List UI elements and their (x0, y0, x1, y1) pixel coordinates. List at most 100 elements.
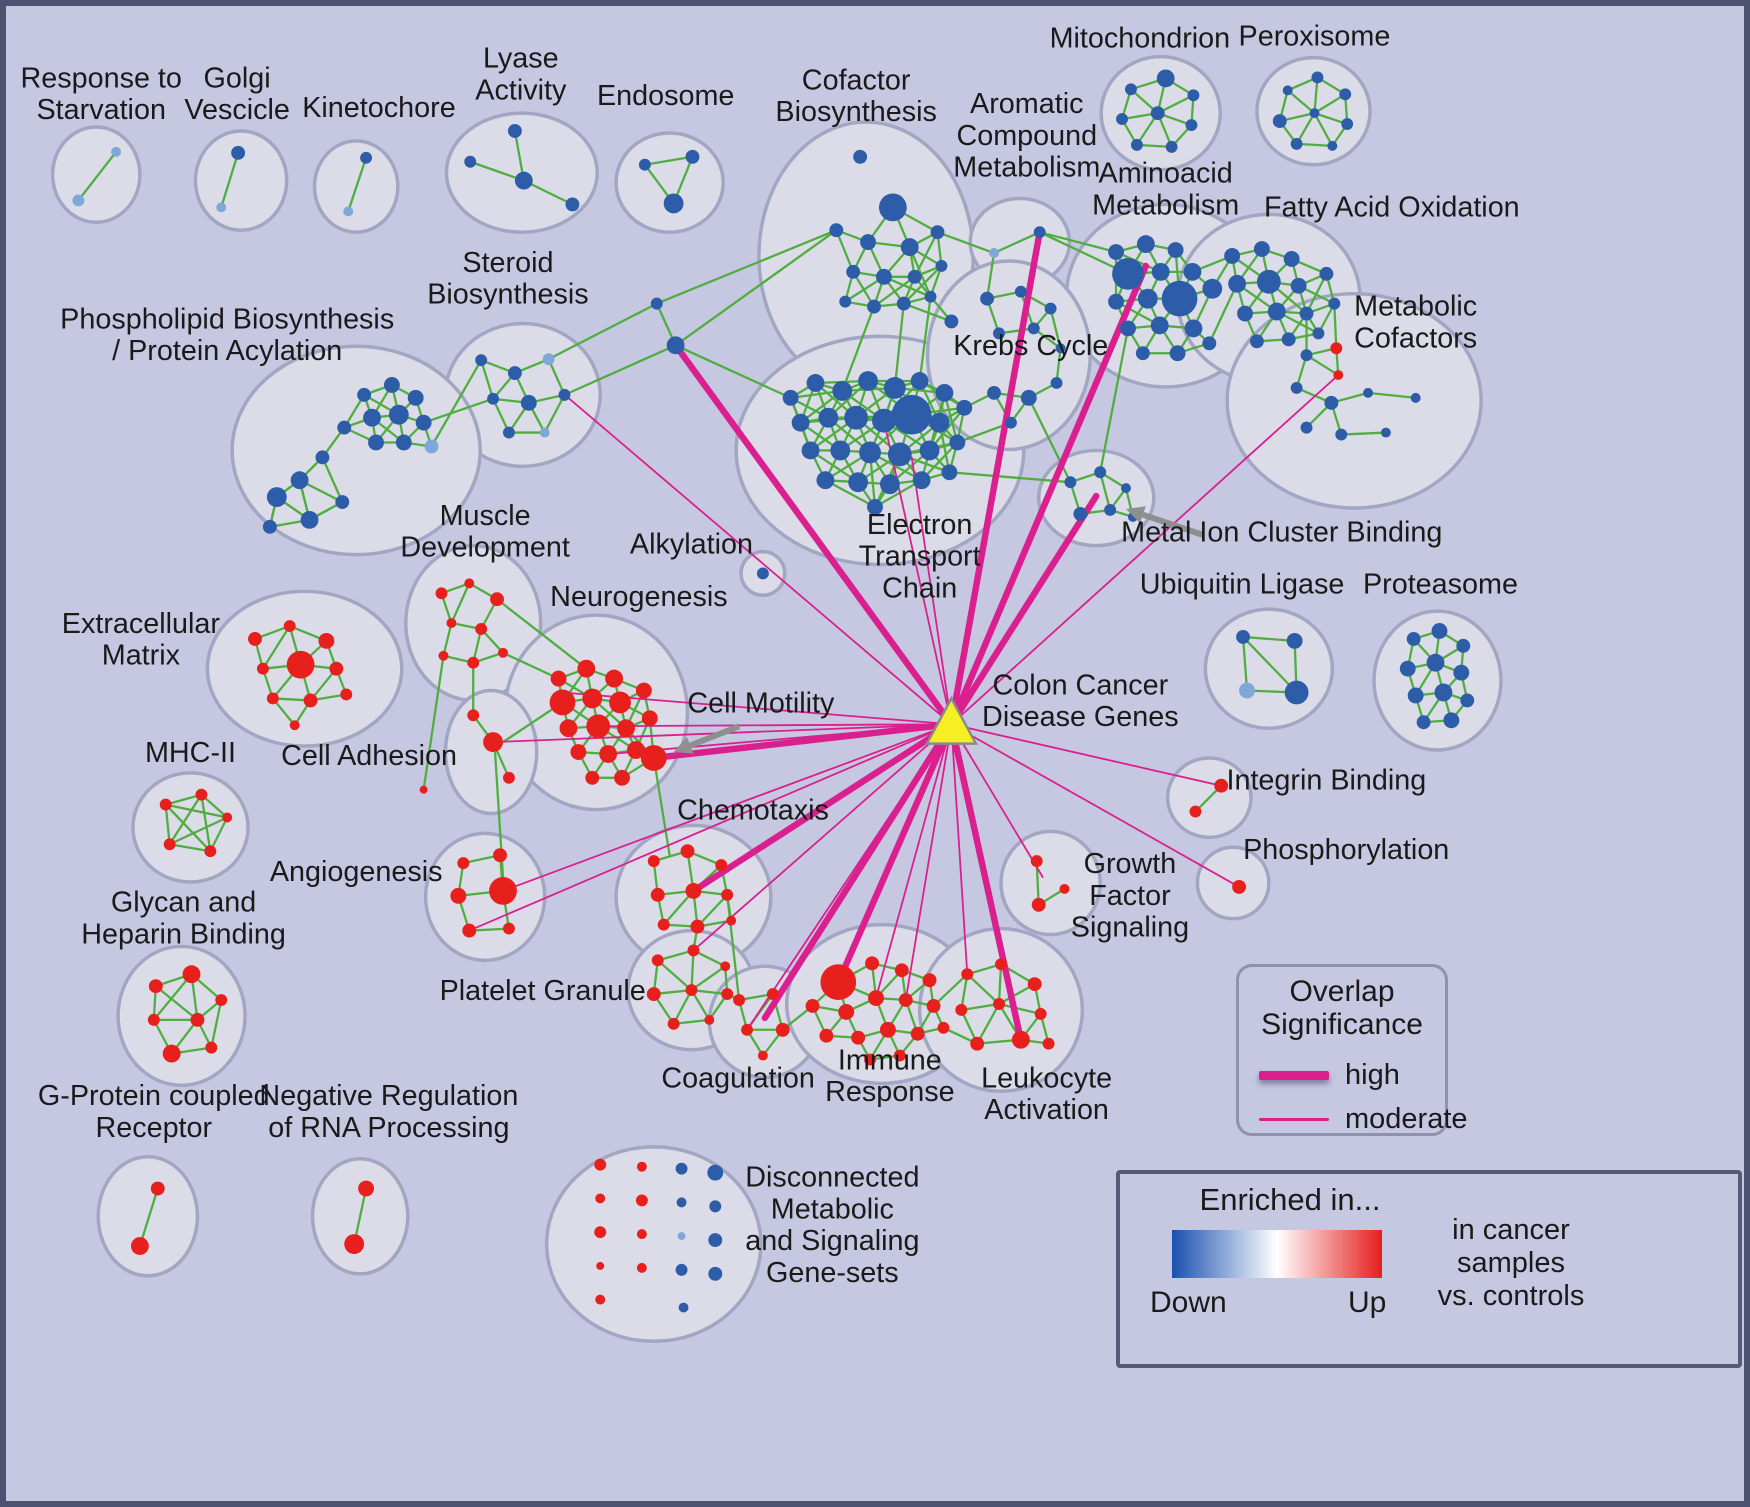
gene-set-node (935, 383, 954, 402)
peroxisome-label: Peroxisome (1239, 21, 1391, 53)
krebs-cycle-label: Krebs Cycle (953, 330, 1108, 362)
gene-set-node (766, 988, 779, 1001)
gene-set-node (1014, 285, 1027, 298)
gene-set-node (1030, 855, 1043, 868)
gene-set-node (858, 371, 878, 391)
gene-set-node (1044, 302, 1057, 315)
gene-set-node (222, 812, 233, 823)
gene-set-edge (169, 816, 228, 846)
gene-set-edge (657, 949, 694, 962)
gene-set-node (924, 290, 937, 303)
gene-set-node (1286, 632, 1303, 649)
cell-adhesion-ellipse (443, 688, 539, 816)
gene-set-node (887, 442, 912, 467)
inter-cluster-edge (674, 229, 837, 347)
gene-set-node (549, 689, 576, 716)
gene-set-node (1011, 1030, 1030, 1049)
endosome-ellipse (614, 131, 725, 234)
gene-set-node (638, 158, 651, 171)
gene-set-node (635, 682, 652, 699)
gene-set-node (1324, 395, 1339, 410)
gene-set-node (651, 954, 664, 967)
annotation-arrowhead (1125, 506, 1146, 524)
gene-set-edge (1367, 391, 1416, 399)
gene-set-node (987, 385, 1001, 400)
gene-set-node (704, 1014, 715, 1025)
gene-set-node (1284, 680, 1309, 705)
gene-set-node (726, 915, 737, 926)
gene-set-edge (691, 988, 728, 996)
gene-set-edge (1341, 431, 1386, 436)
gene-set-node (329, 661, 344, 676)
kinetochore-label: Kinetochore (302, 92, 455, 124)
gene-set-edge (547, 358, 566, 396)
gene-set-node (1327, 140, 1338, 151)
gene-set-node (1239, 682, 1255, 699)
gene-set-node (650, 297, 663, 310)
fatty-acid-oxidation-label: Fatty Acid Oxidation (1264, 191, 1520, 223)
gene-set-edge (261, 625, 291, 670)
gene-set-edge (1305, 273, 1328, 315)
gene-set-node (775, 1022, 790, 1037)
gene-set-node (1426, 653, 1445, 672)
gene-set-node (910, 1026, 925, 1041)
gene-set-edge (672, 989, 693, 1025)
gene-set-node (685, 984, 698, 997)
gene-set-node (733, 994, 746, 1006)
gene-set-node (343, 206, 354, 217)
gene-set-edge (347, 157, 368, 212)
gene-set-node (1253, 241, 1270, 257)
gene-set-node (595, 1294, 606, 1305)
gene-set-node (879, 474, 900, 495)
gene-set-node (1121, 483, 1131, 494)
gene-set-node (514, 171, 533, 190)
gene-set-node (216, 202, 227, 213)
gene-set-edge (168, 794, 203, 845)
gene-set-node (539, 427, 550, 438)
high-significance-label: high (1345, 1059, 1400, 1091)
annotation-arrow (1141, 511, 1204, 538)
gene-set-node (1224, 248, 1241, 264)
gene-set-node (844, 405, 869, 430)
gene-set-node (791, 413, 810, 432)
gene-set-node (636, 1161, 647, 1172)
gene-set-node (1161, 280, 1198, 317)
gene-set-edge (690, 950, 695, 991)
gene-set-edge (824, 479, 876, 508)
gene-set-node (344, 1234, 365, 1254)
gene-set-node (741, 1023, 753, 1036)
chemotaxis-label: Chemotaxis (677, 794, 829, 826)
inter-cluster-edge (937, 231, 995, 255)
gene-set-edge (164, 804, 171, 845)
gene-set-node (617, 719, 635, 738)
gene-set-node (542, 353, 555, 366)
gene-set-node (520, 394, 537, 411)
gene-set-node (487, 392, 500, 405)
gene-set-edge (200, 794, 212, 852)
phosphorylation-label: Phosphorylation (1243, 834, 1449, 866)
gene-set-node (565, 197, 580, 212)
moderate-significance-row: moderate (1259, 1103, 1468, 1136)
gene-set-node (502, 771, 515, 784)
gene-set-node (677, 1232, 686, 1241)
gene-set-node (1184, 319, 1203, 338)
gene-set-node (204, 845, 217, 858)
gene-set-node (395, 434, 412, 451)
gene-set-node (944, 314, 959, 329)
gene-set-node (1094, 466, 1107, 479)
gene-set-node (483, 732, 503, 753)
gene-set-node (1380, 427, 1391, 438)
gene-set-node (462, 923, 477, 938)
metal-ion-cluster-binding-label: Metal Ion Cluster Binding (1121, 517, 1442, 549)
gene-set-node (1214, 778, 1229, 793)
gene-set-node (150, 1181, 165, 1196)
gene-set-node (1228, 274, 1247, 293)
gene-set-edge (656, 959, 693, 991)
gene-set-node (1055, 343, 1066, 354)
gene-set-node (335, 495, 350, 509)
gene-set-node (955, 1003, 968, 1016)
gene-set-edge (1313, 112, 1334, 147)
